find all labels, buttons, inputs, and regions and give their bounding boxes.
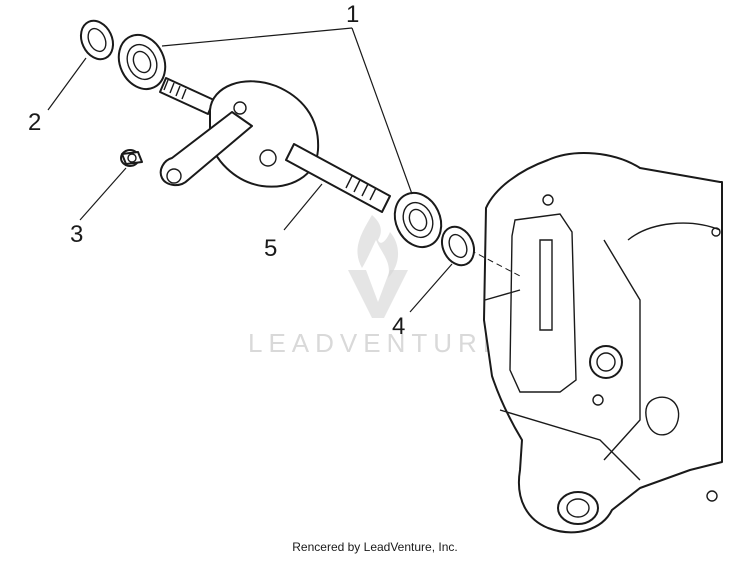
crankcase-hole-a [542,194,554,206]
crankcase-hole-b [592,394,604,406]
crankcase-mount-lower-inner [566,498,590,518]
oil-seal-right [440,225,476,267]
needle-bearing [120,149,143,167]
v-mark [348,270,408,318]
render-credit: Rencered by LeadVenture, Inc. [292,540,458,554]
crankcase-boss [645,396,680,436]
crankshaft-web-hole [259,149,277,167]
leader-3 [79,167,127,221]
connecting-rod-small-end [166,168,182,184]
leader-1 [161,27,413,195]
crankcase-bore [627,222,721,241]
crankcase-edge [484,289,521,301]
crankcase-outline [483,152,723,534]
watermark-logo [348,215,408,318]
crankshaft-thread [163,79,187,100]
crankcase-rib-lower [499,409,641,481]
connecting-rod [159,111,253,186]
watermark-text: LEADVENTURE [248,328,506,358]
crankshaft-left-stub [159,77,215,115]
crankpin [233,101,247,115]
ball-bearing-left [117,33,167,91]
callout-5: 5 [264,235,277,262]
crankcase-hole-d [711,227,721,237]
leader-4 [409,263,453,313]
callout-3: 3 [70,221,83,248]
crankcase-rib [603,239,641,461]
crankshaft-assembly [159,77,391,213]
leader-5 [283,183,323,231]
oil-seal-left [79,19,115,61]
ball-bearing-right [393,191,443,249]
callout-1: 1 [346,1,359,28]
callout-4: 4 [392,313,405,340]
crankcase-flange [509,213,577,393]
crankcase-port [589,345,623,379]
crankshaft-right-shaft [285,143,391,213]
crankcase-housing [483,152,723,534]
crankcase-port-inner [596,352,616,372]
flame-mark [357,215,399,278]
crankcase-slot [539,239,553,331]
crankcase-mount-lower [557,491,599,525]
leader-2 [47,57,87,111]
crankcase-hole-c [706,490,718,502]
crankshaft-spline [345,175,377,201]
callout-2: 2 [28,109,41,136]
